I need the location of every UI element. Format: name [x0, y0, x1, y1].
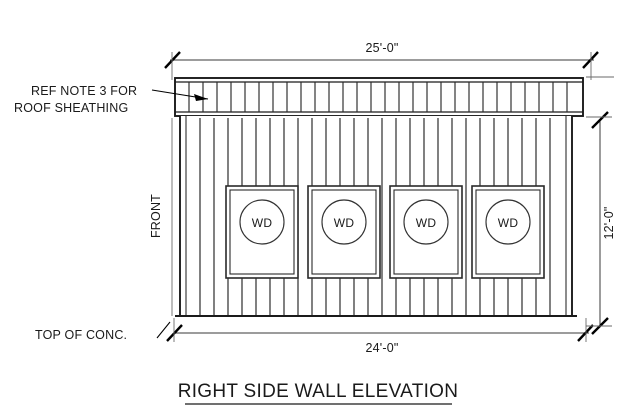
right-dimension-label: 12'-0"	[602, 206, 616, 239]
window-wd-2[interactable]: WD	[307, 185, 381, 279]
window-2-tag-circle	[321, 199, 367, 245]
window-wd-4[interactable]: WD	[471, 185, 545, 279]
window-4-tag-circle	[485, 199, 531, 245]
window-3-tag-circle	[403, 199, 449, 245]
top-dimension-tick-right	[582, 51, 599, 69]
window-4-tag-label: WD	[498, 216, 519, 230]
bottom-dimension-group: 24'-0"	[166, 318, 594, 355]
right-dimension-group: 12'-0"	[586, 76, 616, 335]
top-of-conc-label: TOP OF CONC.	[35, 328, 127, 342]
top-dimension-label: 25'-0"	[365, 41, 398, 55]
bottom-dimension-label: 24'-0"	[365, 341, 398, 355]
window-2-tag-label: WD	[334, 216, 355, 230]
roof-band-hatching	[188, 82, 568, 112]
window-1-tag-label: WD	[252, 216, 273, 230]
top-of-conc-group: TOP OF CONC.	[35, 321, 171, 342]
top-dimension-tick-left	[164, 51, 181, 69]
bottom-dimension-tick-left	[166, 324, 183, 342]
window-3-tag-label: WD	[416, 216, 437, 230]
right-dimension-tick-top	[591, 111, 609, 129]
front-label-group: FRONT	[149, 118, 173, 316]
bottom-dimension-tick-right	[577, 324, 594, 342]
roof-note-line-1: REF NOTE 3 FOR	[31, 84, 137, 98]
roof-sheathing-band	[174, 77, 584, 117]
window-group: WD WD WD WD	[225, 185, 545, 279]
top-of-conc-leader-line	[156, 321, 171, 339]
window-wd-3[interactable]: WD	[389, 185, 463, 279]
page-title: RIGHT SIDE WALL ELEVATION	[178, 381, 459, 402]
front-label: FRONT	[149, 194, 163, 238]
roof-note-line-2: ROOF SHEATHING	[14, 101, 128, 115]
roof-band-outline	[174, 77, 584, 117]
top-dimension-group: 25'-0"	[164, 41, 599, 80]
roof-note-arrowhead	[194, 94, 208, 101]
roof-sheathing-note: REF NOTE 3 FOR ROOF SHEATHING	[14, 84, 209, 115]
window-1-tag-circle	[239, 199, 285, 245]
window-wd-1[interactable]: WD	[225, 185, 299, 279]
drawing-title-group: RIGHT SIDE WALL ELEVATION	[178, 381, 459, 405]
